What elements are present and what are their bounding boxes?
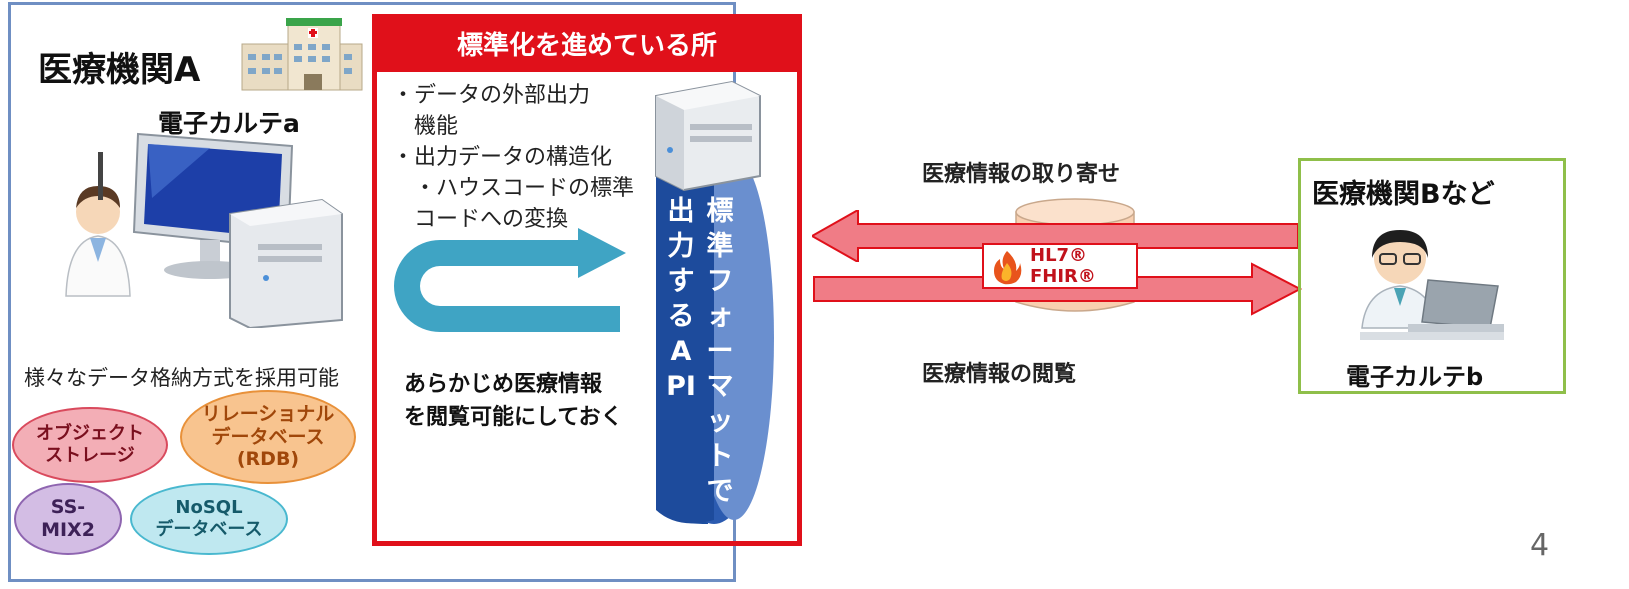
rdb-oval: リレーショナル データベース (RDB): [180, 390, 356, 484]
api-cylinder-icon: [656, 152, 774, 524]
u-turn-arrow-icon: [394, 228, 626, 332]
view-arrow-icon: [813, 262, 1302, 316]
hospital-building-icon: [241, 18, 363, 91]
standardization-header: 標準化を進めている所: [372, 14, 802, 72]
doctor-with-laptop-icon: [1360, 230, 1504, 340]
facility-b-box: [1298, 158, 1566, 394]
hl7-fhir-label: HL7® FHIR®: [1030, 245, 1096, 287]
page-number: 4: [1530, 528, 1550, 563]
emr-b-label: 電子カルテb: [1346, 363, 1484, 391]
emr-a-label: 電子カルテa: [158, 109, 300, 138]
fire-icon: [994, 251, 1022, 285]
standardization-notes: ・データの外部出力 機能 ・出力データの構造化 ・ハウスコードの標準 コードへの…: [392, 83, 635, 232]
api-label-col2: 出力するAPI: [666, 196, 696, 402]
ss-mix2-oval: SS- MIX2: [14, 483, 122, 555]
facility-b-title: 医療機関Bなど: [1312, 179, 1495, 210]
view-label: 医療情報の閲覧: [922, 362, 1077, 387]
storage-caption: 様々なデータ格納方式を採用可能: [24, 366, 339, 390]
hl7-fhir-badge: HL7® FHIR®: [982, 243, 1138, 289]
standardization-bold-note: あらかじめ医療情報 を閲覧可能にしておく: [404, 372, 623, 430]
facility-a-title: 医療機関A: [38, 50, 201, 90]
api-label-col1: 標準フォーマットで: [706, 196, 734, 507]
server-icon: [655, 80, 761, 192]
object-storage-oval: オブジェクト ストレージ: [12, 407, 168, 483]
nosql-oval: NoSQL データベース: [130, 483, 288, 555]
computer-workstation-icon: [65, 132, 343, 328]
request-label: 医療情報の取り寄せ: [922, 162, 1121, 187]
